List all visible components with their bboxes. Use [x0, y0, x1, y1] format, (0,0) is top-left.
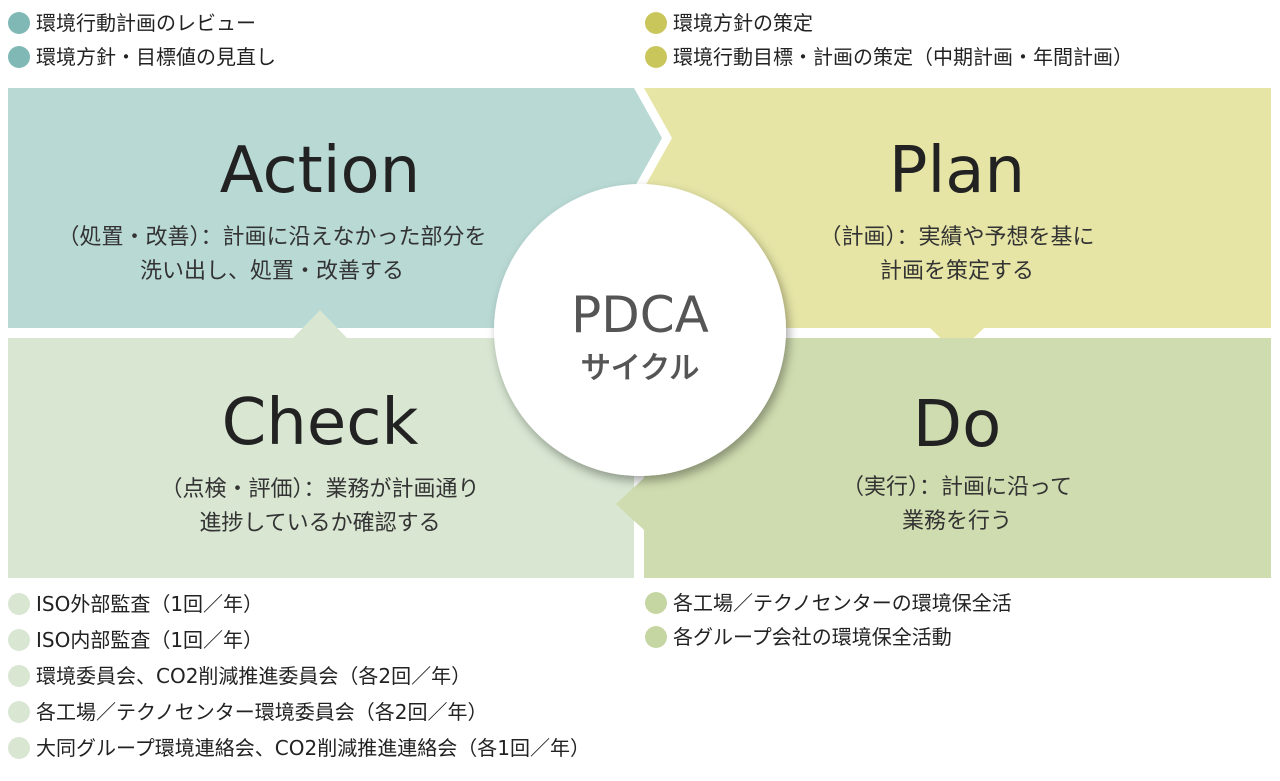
do-title: Do — [913, 388, 1001, 462]
list-item: ISO内部監査（1回／年） — [8, 622, 590, 658]
bullet-dot-icon — [8, 665, 30, 687]
list-item: 環境方針・目標値の見直し — [8, 40, 276, 74]
action-desc-line: 洗い出し、処置・改善する — [140, 259, 404, 284]
do-bullet-list: 各工場／テクノセンターの環境保全活 各グループ会社の環境保全活動 — [645, 586, 1012, 654]
do-desc-line: （実行）：計画に沿って — [842, 475, 1072, 500]
list-item: ISO外部監査（1回／年） — [8, 586, 590, 622]
list-item: 各工場／テクノセンター環境委員会（各2回／年） — [8, 694, 590, 730]
bullet-dot-icon — [8, 701, 30, 723]
check-desc-line: 進捗しているか確認する — [199, 511, 440, 536]
center-subtitle: サイクル — [581, 351, 700, 386]
bullet-dot-icon — [8, 737, 30, 759]
bullet-dot-icon — [8, 12, 30, 34]
bullet-dot-icon — [8, 46, 30, 68]
plan-desc-line: 計画を策定する — [880, 259, 1034, 284]
list-item: 環境方針の策定 — [645, 6, 1133, 40]
center-circle — [494, 184, 786, 476]
do-desc-line: 業務を行う — [902, 509, 1012, 534]
action-quadrant — [8, 88, 662, 328]
action-title: Action — [220, 134, 420, 208]
plan-desc-line: （計画）：実績や予想を基に — [819, 225, 1094, 250]
check-bullet-list: ISO外部監査（1回／年） ISO内部監査（1回／年） 環境委員会、CO2削減推… — [8, 586, 590, 766]
bullet-dot-icon — [645, 12, 667, 34]
plan-bullet-list: 環境方針の策定 環境行動目標・計画の策定（中期計画・年間計画） — [645, 6, 1133, 74]
check-title: Check — [222, 386, 419, 460]
list-item: 環境委員会、CO2削減推進委員会（各2回／年） — [8, 658, 590, 694]
center-title: PDCA — [571, 286, 709, 344]
list-item: 各グループ会社の環境保全活動 — [645, 620, 1012, 654]
plan-quadrant — [644, 88, 1271, 354]
bullet-dot-icon — [645, 626, 667, 648]
do-quadrant — [616, 338, 1271, 578]
list-item: 環境行動計画のレビュー — [8, 6, 276, 40]
check-quadrant — [8, 310, 634, 578]
bullet-dot-icon — [8, 629, 30, 651]
list-item: 各工場／テクノセンターの環境保全活 — [645, 586, 1012, 620]
bullet-dot-icon — [645, 46, 667, 68]
list-item: 大同グループ環境連絡会、CO2削減推進連絡会（各1回／年） — [8, 730, 590, 766]
bullet-dot-icon — [645, 592, 667, 614]
list-item: 環境行動目標・計画の策定（中期計画・年間計画） — [645, 40, 1133, 74]
check-desc-line: （点検・評価）：業務が計画通り — [160, 477, 479, 502]
plan-title: Plan — [889, 134, 1025, 208]
action-bullet-list: 環境行動計画のレビュー 環境方針・目標値の見直し — [8, 6, 276, 74]
action-desc-line: （処置・改善）：計画に沿えなかった部分を — [57, 225, 486, 250]
bullet-dot-icon — [8, 593, 30, 615]
